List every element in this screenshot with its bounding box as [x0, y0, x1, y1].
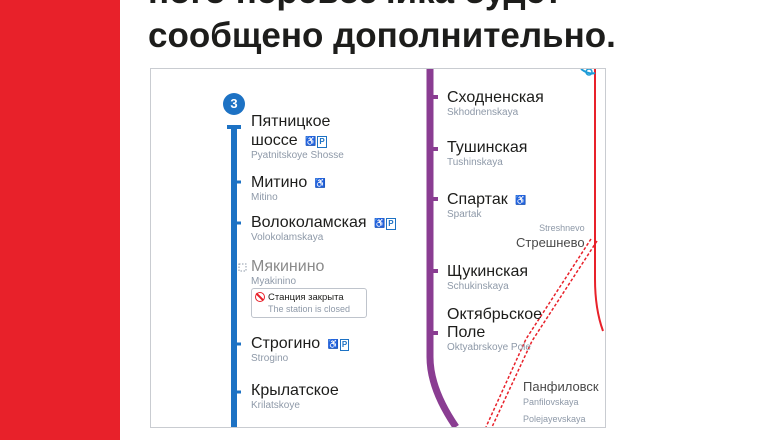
station-name-ru: Митино: [251, 174, 308, 191]
station-name-ru: Сходненская: [447, 89, 544, 106]
station-panfilovskaya[interactable]: Панфиловск Panfilovskaya: [523, 378, 599, 408]
station-icons: ♿: [315, 173, 326, 191]
station-name-ru: Строгино: [251, 335, 321, 352]
wheelchair-icon: ♿: [373, 218, 386, 228]
station-skhodnenskaya[interactable]: Сходненская Skhodnenskaya: [447, 89, 544, 119]
station-mitino[interactable]: Митино ♿ Mitino: [251, 173, 326, 204]
headline-line-1: ного перевозчика будет: [148, 0, 616, 14]
station-icons: ♿: [515, 190, 526, 208]
wheelchair-icon: ♿: [327, 339, 339, 349]
station-icons: ♿P: [305, 131, 327, 149]
closed-station-marker: [238, 263, 247, 272]
red-side-bar: [0, 0, 120, 440]
metro-map: 3 Пятницкое шоссе ♿P Pyatnitskoye Shosse…: [150, 68, 606, 428]
station-name-ru: Щукинская: [447, 263, 529, 280]
station-name-ru-2: шоссе: [251, 132, 298, 149]
light-blue-line: [580, 69, 596, 75]
parking-icon: P: [317, 136, 327, 148]
station-name-en: Krilatskoye: [251, 400, 300, 411]
map-lines: [227, 69, 604, 427]
station-tushinskaya[interactable]: Тушинская Tushinskaya: [447, 139, 527, 169]
station-spartak[interactable]: Спартак ♿ Spartak: [447, 190, 526, 221]
closed-note-ru: Станция закрыта: [268, 292, 344, 303]
station-name-ru-row: Строгино ♿P: [251, 334, 350, 353]
station-name-ru: Спартак: [447, 191, 508, 208]
wheelchair-icon: ♿: [515, 195, 527, 205]
station-name-ru: Тушинская: [447, 139, 528, 156]
station-closed-notice: Станция закрыта The station is closed: [251, 288, 367, 318]
station-name-en: Spartak: [447, 209, 482, 220]
station-icons: ♿P: [374, 213, 396, 231]
station-name-ru: Пятницкое: [251, 113, 331, 130]
station-krylatskoye[interactable]: Крылатское Krilatskoye: [251, 382, 339, 412]
parking-icon: P: [339, 339, 350, 351]
station-name-en: Myakinino: [251, 276, 297, 287]
station-name-en: Pyatnitskoye Shosse: [251, 150, 344, 161]
station-myakinino[interactable]: Мякинино Myakinino: [251, 258, 324, 288]
station-name-ru: Октябрьское: [447, 306, 542, 323]
station-name-en: Streshnevo: [539, 223, 585, 233]
headline-line-2: сообщено дополнительно.: [148, 16, 616, 55]
station-strogino[interactable]: Строгино ♿P Strogino: [251, 334, 350, 365]
red-line: [594, 69, 604, 332]
station-name-en: Skhodnenskaya: [447, 107, 519, 118]
station-schukinskaya[interactable]: Щукинская Schukinskaya: [447, 263, 528, 293]
station-name-ru-line2: шоссе ♿P: [251, 131, 344, 150]
station-streshnevo[interactable]: Streshnevo Стрешнево: [516, 222, 585, 252]
station-pyatnitskoye-shosse[interactable]: Пятницкое шоссе ♿P Pyatnitskoye Shosse: [251, 113, 344, 162]
closed-note-en: The station is closed: [268, 304, 351, 314]
station-polejayevskaya[interactable]: Polejayevskaya: [523, 413, 586, 425]
station-name-ru: Крылатское: [251, 382, 339, 399]
station-name-ru-2: Поле: [447, 324, 486, 341]
no-entry-icon: [255, 292, 265, 302]
wheelchair-icon: ♿: [314, 178, 326, 188]
line-3-badge: 3: [223, 93, 245, 115]
station-volokolamskaya[interactable]: Волоколамская ♿P Volokolamskaya: [251, 213, 396, 244]
parking-icon: P: [386, 218, 396, 230]
station-name-en: Polejayevskaya: [523, 414, 586, 424]
station-name-en: Volokolamskaya: [251, 232, 324, 243]
station-oktyabrskoye-pole[interactable]: Октябрьское Поле Oktyabrskoye Pole: [447, 306, 542, 354]
station-icons: ♿P: [328, 334, 350, 352]
station-name-en: Panfilovskaya: [523, 397, 579, 407]
station-name-ru-row: Волоколамская ♿P: [251, 213, 396, 232]
station-name-ru-row: Спартак ♿: [447, 190, 526, 209]
station-name-ru: Волоколамская: [251, 214, 367, 231]
station-name-en: Mitino: [251, 192, 278, 203]
interchange-marker: [585, 69, 593, 76]
station-name-en: Schukinskaya: [447, 281, 509, 292]
headline: ного перевозчика будет сообщено дополнит…: [148, 0, 616, 58]
station-name-ru-row: Митино ♿: [251, 173, 326, 192]
station-name-en: Tushinskaya: [447, 157, 503, 168]
station-name-ru: Мякинино: [251, 258, 325, 275]
mcc-line-b: [491, 240, 598, 427]
station-name-en: Oktyabrskoye Pole: [447, 342, 531, 353]
station-name-ru: Стрешнево: [516, 235, 585, 250]
station-name-en: Strogino: [251, 353, 289, 364]
purple-line: [426, 69, 459, 427]
wheelchair-icon: ♿: [305, 136, 317, 146]
station-name-ru: Панфиловск: [523, 379, 599, 394]
